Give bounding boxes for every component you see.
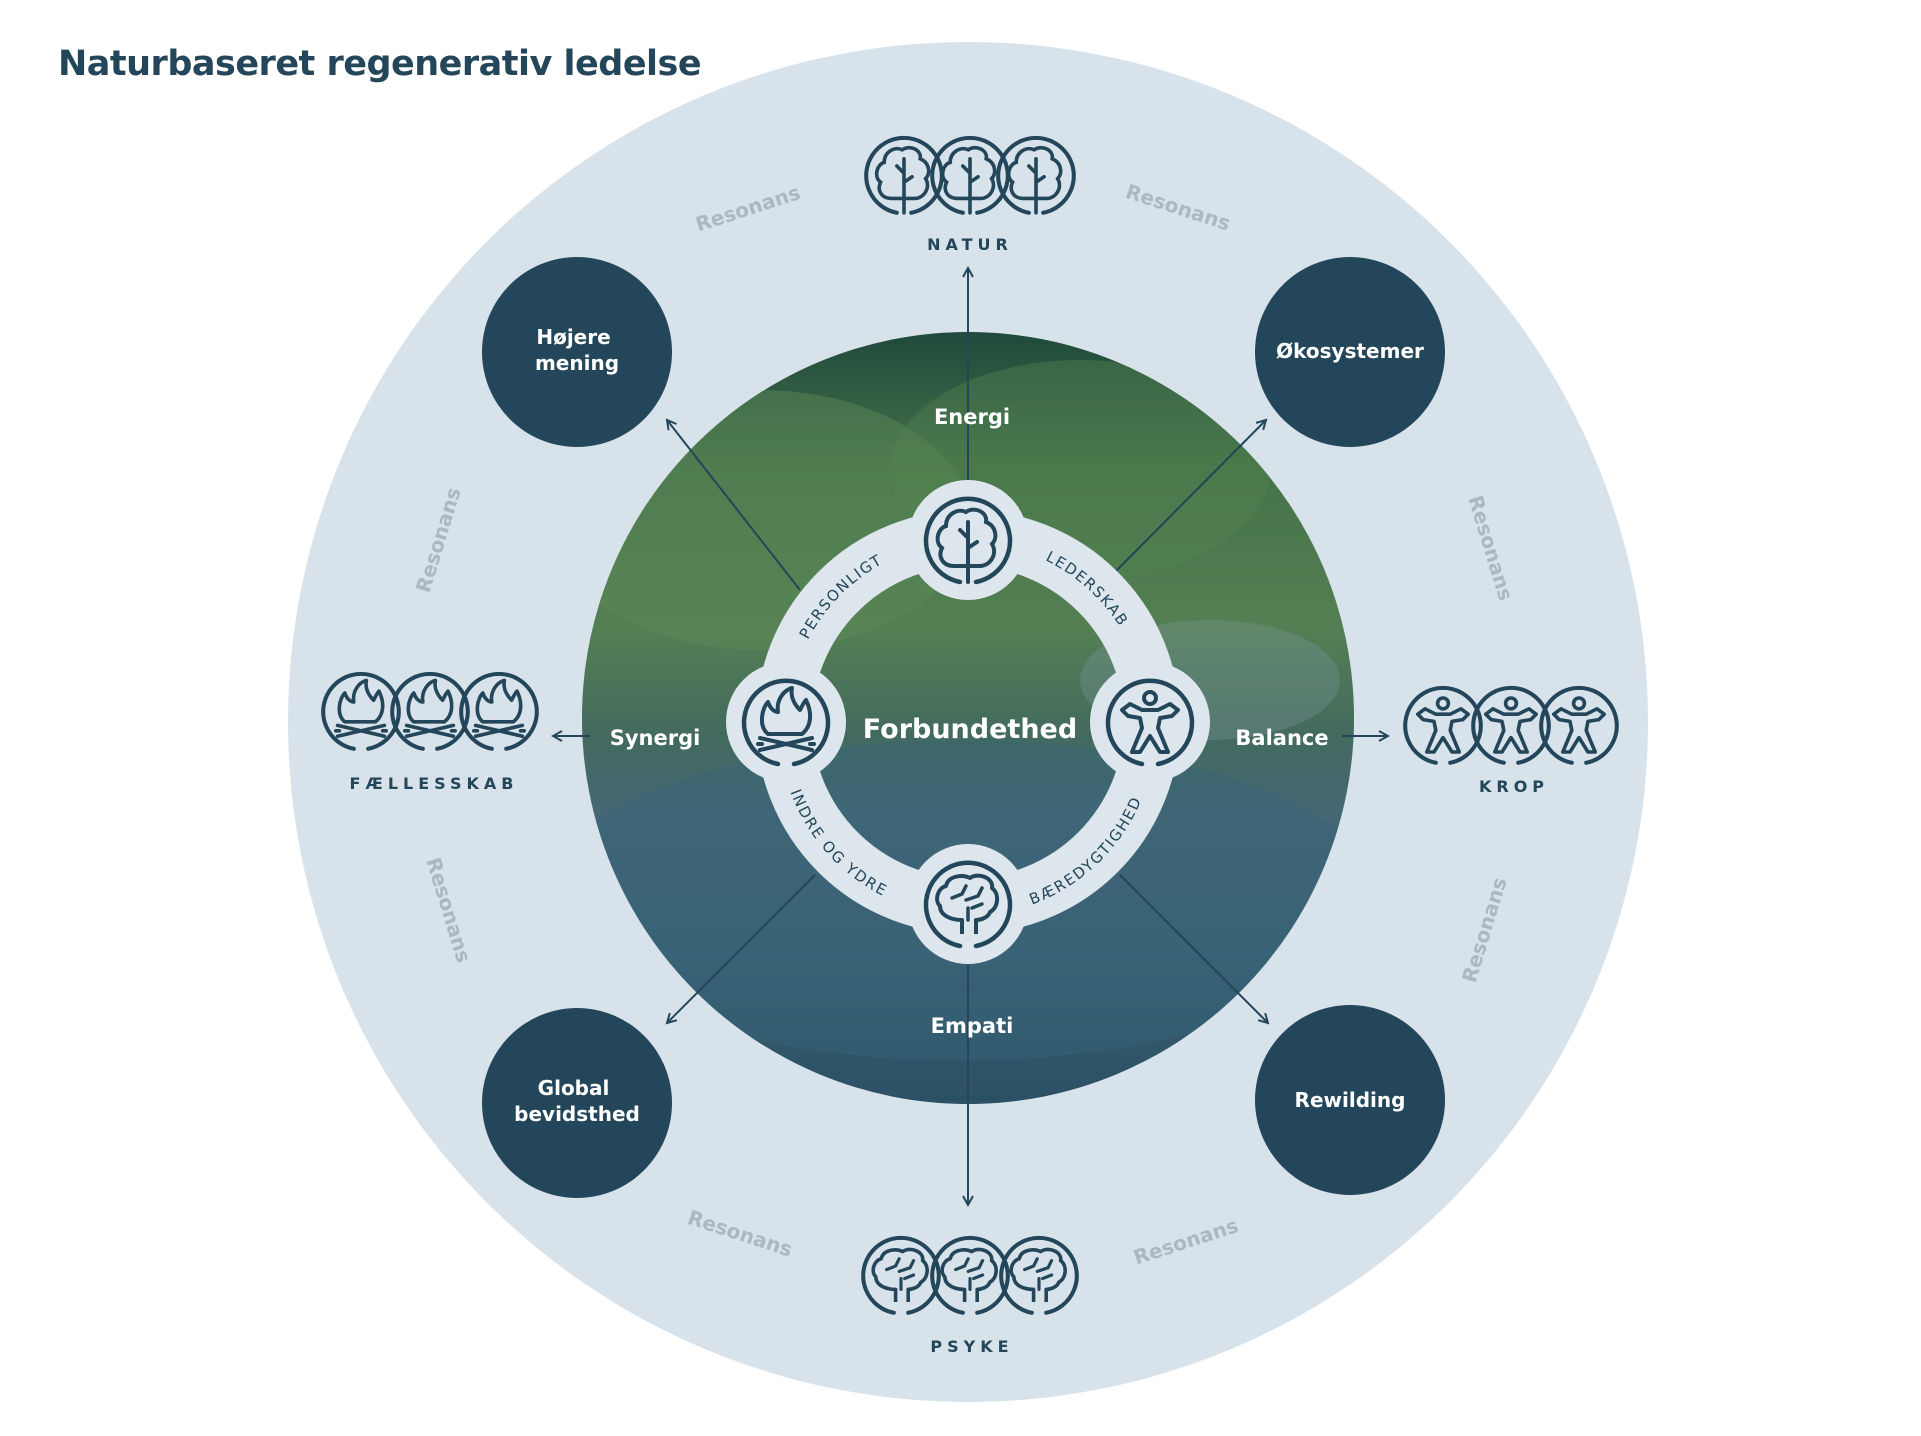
- group-natur: NATUR: [866, 138, 1074, 254]
- arrows: [553, 268, 1388, 1205]
- arrow-down-left: [667, 874, 816, 1023]
- label-faellesskab: FÆLLESSKAB: [350, 774, 519, 793]
- group-krop: KROP: [1405, 688, 1617, 796]
- circle-okosystemer: [1255, 257, 1445, 447]
- label-global-bevidsthed: Global bevidsthed: [514, 1076, 640, 1126]
- circle-rewilding: [1255, 1005, 1445, 1195]
- label-psyke: PSYKE: [930, 1337, 1013, 1356]
- circle-global-bevidsthed: [482, 1008, 672, 1198]
- label-energi: Energi: [934, 405, 1010, 429]
- circle-hojere-mening: [482, 257, 672, 447]
- arrow-up-left: [667, 420, 801, 591]
- label-rewilding: Rewilding: [1295, 1088, 1406, 1112]
- label-empati: Empati: [931, 1014, 1014, 1038]
- page-title: Naturbaseret regenerativ ledelse: [58, 44, 702, 84]
- group-faellesskab: FÆLLESSKAB: [323, 674, 537, 793]
- center-label: Forbundethed: [863, 714, 1077, 745]
- label-synergi: Synergi: [610, 726, 701, 750]
- group-psyke: PSYKE: [863, 1238, 1077, 1356]
- label-balance: Balance: [1235, 726, 1328, 750]
- label-hojere-mening: Højere mening: [535, 325, 619, 375]
- label-natur: NATUR: [927, 235, 1013, 254]
- arrow-down-right: [1119, 874, 1268, 1023]
- label-krop: KROP: [1479, 777, 1549, 796]
- label-okosystemer: Økosystemer: [1276, 339, 1424, 363]
- arrow-up-right: [1114, 420, 1266, 573]
